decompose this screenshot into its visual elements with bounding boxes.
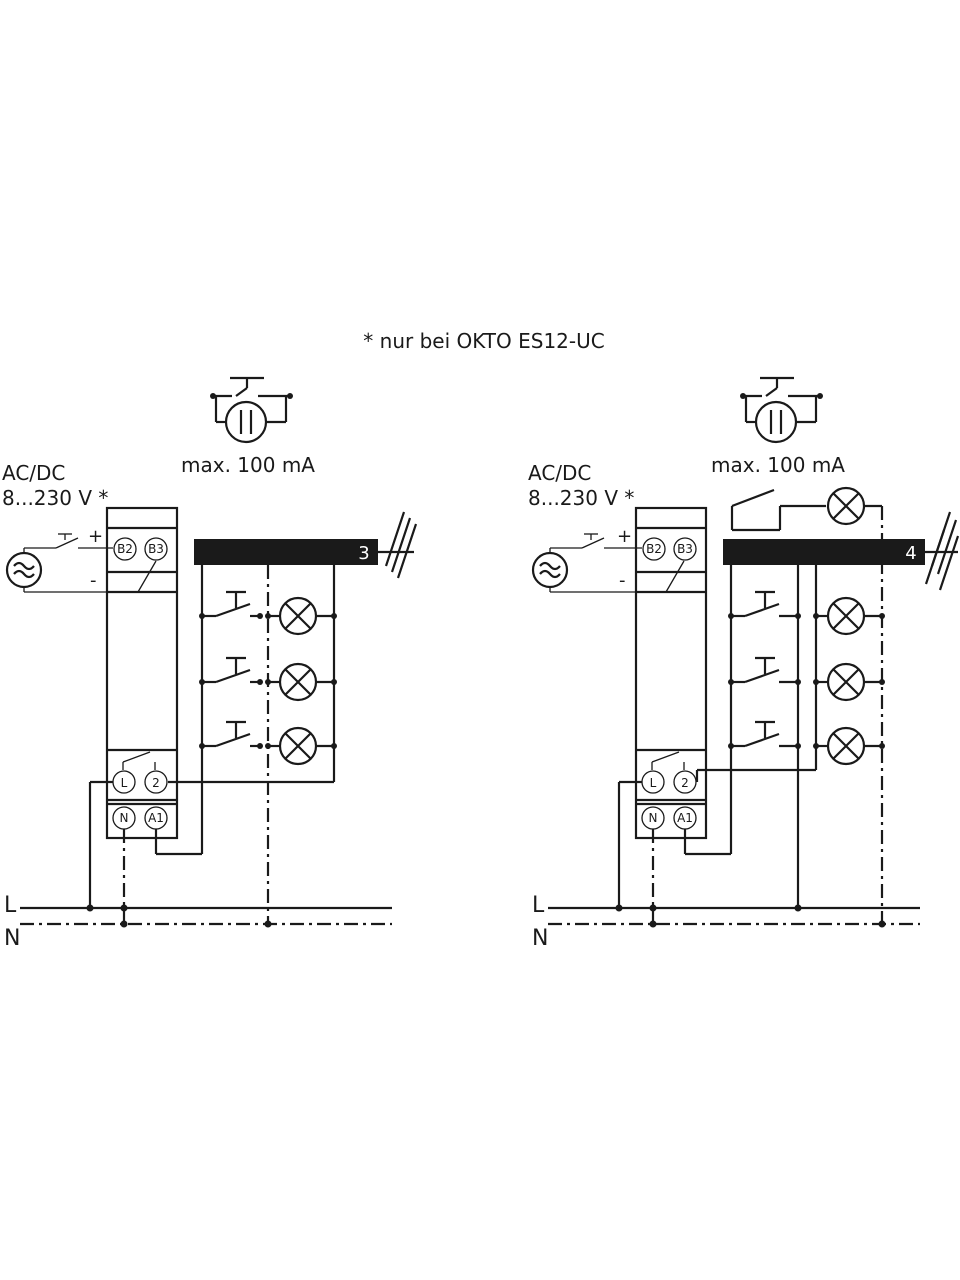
lamp-icon <box>813 726 885 766</box>
lamp-icon <box>813 662 885 702</box>
ac-source-icon <box>531 551 569 589</box>
terminal-2: 2 <box>152 776 160 790</box>
relay-module <box>105 506 179 840</box>
terminal-2: 2 <box>681 776 689 790</box>
footnote: * nur bei OKTO ES12-UC <box>363 329 604 353</box>
terminal-b3: B3 <box>677 542 693 556</box>
lamp-icon <box>265 662 337 702</box>
lamp-icon <box>265 596 337 636</box>
line-n-label: N <box>4 926 20 951</box>
bus-cable <box>723 539 925 565</box>
supply-type-label: AC/DC <box>528 461 591 485</box>
line-l-label: L <box>532 893 545 918</box>
bus-wire-count: 4 <box>905 543 916 564</box>
bus-wire-count: 3 <box>358 543 369 564</box>
pushbutton-icon <box>199 656 263 685</box>
illuminated-pushbutton-icon <box>210 376 293 444</box>
line-l-label: L <box>4 893 17 918</box>
bus-cable <box>194 539 378 565</box>
terminal-l: L <box>650 776 657 790</box>
pushbutton-limit-label: max. 100 mA <box>181 453 315 477</box>
plus-sign: + <box>617 526 632 547</box>
relay-module <box>634 506 708 840</box>
supply-type-label: AC/DC <box>2 461 65 485</box>
minus-sign: - <box>90 570 97 591</box>
pushbutton-icon <box>728 656 801 685</box>
lamp-icon <box>813 596 885 636</box>
terminal-n: N <box>649 811 658 825</box>
terminal-a1: A1 <box>677 811 693 825</box>
illuminated-pushbutton-icon <box>740 376 823 444</box>
plus-sign: + <box>88 526 103 547</box>
terminal-b2: B2 <box>117 542 133 556</box>
pushbutton-icon <box>728 720 801 749</box>
switch-icon <box>730 488 826 532</box>
terminal-n: N <box>120 811 129 825</box>
lamp-icon <box>265 726 337 766</box>
ac-source-icon <box>5 551 43 589</box>
pushbutton-icon <box>728 590 801 619</box>
lamp-icon <box>826 486 882 526</box>
terminal-b2: B2 <box>646 542 662 556</box>
line-n-label: N <box>532 926 548 951</box>
diagram-right: max. 100 mA AC/DC 8...230 V * + - <box>528 376 960 951</box>
supply-voltage-label: 8...230 V * <box>528 486 634 510</box>
pushbutton-icon <box>199 590 263 619</box>
pushbutton-icon <box>199 720 263 749</box>
terminal-a1: A1 <box>148 811 164 825</box>
minus-sign: - <box>619 570 626 591</box>
terminal-l: L <box>121 776 128 790</box>
supply-voltage-label: 8...230 V * <box>2 486 108 510</box>
terminal-b3: B3 <box>148 542 164 556</box>
diagram-left: max. 100 mA AC/DC 8...230 V * + - <box>2 376 418 951</box>
pushbutton-limit-label: max. 100 mA <box>711 453 845 477</box>
